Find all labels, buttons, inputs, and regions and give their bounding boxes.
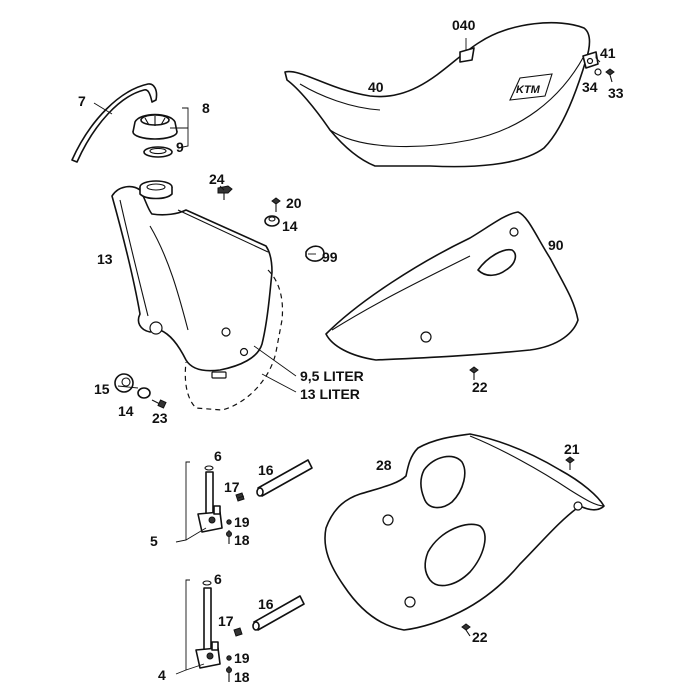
- tank-13-liter-outline: [184, 269, 284, 411]
- label-99: 99: [322, 249, 338, 265]
- fuel-tank: [111, 180, 273, 379]
- seat-logo: KTM: [509, 73, 553, 101]
- label-6-bottom: 6: [214, 571, 222, 587]
- screw-20: [271, 197, 281, 212]
- label-15: 15: [94, 381, 110, 397]
- rubber-15: [114, 373, 134, 393]
- seat-washer: [594, 68, 602, 76]
- seat: KTM: [284, 21, 591, 168]
- leader-lines: [93, 38, 601, 675]
- fuel-tap-4: [195, 580, 221, 669]
- hose-16-top: [256, 459, 313, 497]
- screw-18-bottom: [226, 666, 232, 682]
- seat-bolt: [605, 68, 615, 83]
- label-18-top: 18: [234, 532, 250, 548]
- label-28: 28: [376, 457, 392, 473]
- washer-19-top: [226, 519, 232, 525]
- label-14-top: 14: [282, 218, 298, 234]
- label-19-bottom: 19: [234, 650, 250, 666]
- label-6-top: 6: [214, 448, 222, 464]
- label-8: 8: [202, 100, 210, 116]
- label-19-top: 19: [234, 514, 250, 530]
- hose-16-bottom: [252, 595, 305, 631]
- label-040: 040: [452, 17, 476, 33]
- label-17-top: 17: [224, 479, 240, 495]
- screw-22-bottom: [461, 623, 471, 637]
- label-14-bottom: 14: [118, 403, 134, 419]
- screw-18-top: [226, 530, 232, 544]
- label-7: 7: [78, 93, 86, 109]
- label-22-top: 22: [472, 379, 488, 395]
- label-21: 21: [564, 441, 580, 457]
- radiator-shroud: [324, 433, 605, 631]
- label-20: 20: [286, 195, 302, 211]
- fuel-cap: [132, 113, 178, 140]
- seat-bracket: [582, 51, 599, 69]
- label-5: 5: [150, 533, 158, 549]
- callout-labels: 7 8 9 040 41 40 34 33 24 20 14 13 99 90 …: [78, 17, 624, 685]
- label-90: 90: [548, 237, 564, 253]
- screw-23: [151, 399, 167, 409]
- label-18-bottom: 18: [234, 669, 250, 685]
- label-41: 41: [600, 45, 616, 61]
- label-24: 24: [209, 171, 225, 187]
- label-9-5-liter: 9,5 LITER: [300, 368, 364, 384]
- label-16-bottom: 16: [258, 596, 274, 612]
- label-23: 23: [152, 410, 168, 426]
- label-17-bottom: 17: [218, 613, 234, 629]
- label-33: 33: [608, 85, 624, 101]
- label-13: 13: [97, 251, 113, 267]
- plug-24: [217, 185, 233, 200]
- svg-text:KTM: KTM: [516, 84, 541, 96]
- fuel-tap-5: [197, 465, 223, 533]
- label-22-bottom: 22: [472, 629, 488, 645]
- washer-19-bottom: [226, 655, 232, 661]
- label-9: 9: [176, 139, 184, 155]
- label-34: 34: [582, 79, 598, 95]
- side-cover: [325, 211, 579, 361]
- label-13-liter: 13 LITER: [300, 386, 360, 402]
- clamp-17-bottom: [233, 627, 243, 637]
- bushing-14-bottom: [137, 387, 151, 399]
- cap-seal: [143, 146, 173, 158]
- vent-hose: [71, 83, 158, 163]
- bushing-14-top: [264, 215, 280, 227]
- label-16-top: 16: [258, 462, 274, 478]
- label-40: 40: [368, 79, 384, 95]
- label-4: 4: [158, 667, 166, 683]
- screw-21: [565, 456, 575, 470]
- screw-22-top: [469, 366, 479, 380]
